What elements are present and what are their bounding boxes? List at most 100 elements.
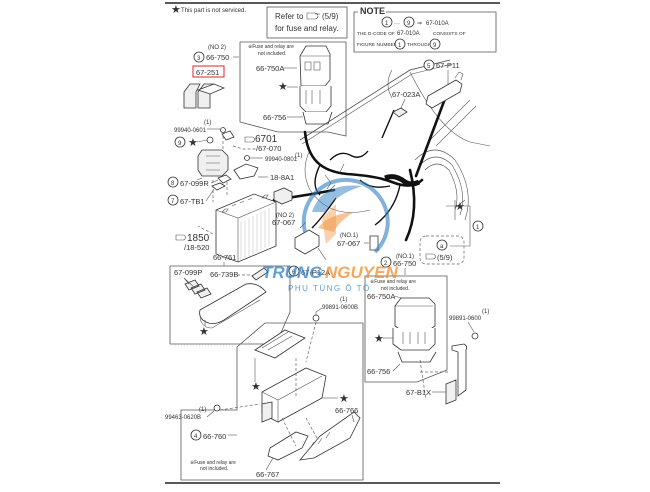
note-range-code: 67-010A	[426, 21, 449, 27]
callout-7-code: 67-TB1	[180, 197, 205, 206]
note-range-start: 1	[385, 21, 389, 27]
callout-6-code: 67-P12A	[301, 268, 330, 277]
refer-box: Refer to (5/9) for fuse and relay.	[266, 6, 348, 39]
bolt3-qty: (1)	[340, 297, 347, 303]
bolt1-code: 99940-0601	[174, 128, 207, 134]
star-icon: ★	[339, 393, 349, 405]
ref-18520-code: /18-520	[184, 243, 209, 252]
ref-6701-code: 6701	[255, 134, 278, 145]
hand-pointer-icon	[175, 234, 186, 241]
callout-3[interactable]: (NO 2) 3 66-750	[193, 45, 239, 63]
refer-text-2: for fuse and relay.	[275, 24, 338, 33]
refer-text: Refer to	[275, 12, 304, 21]
bolt1-qty: (1)	[204, 120, 211, 126]
label-66-766: 66-766	[335, 406, 358, 415]
note-code: 67-010A	[397, 31, 420, 37]
star-icon: ★	[455, 201, 465, 213]
bolt2-code: 99940-0801	[265, 157, 298, 163]
star-icon: ★	[278, 81, 288, 93]
relay-67-251	[183, 83, 226, 109]
svg-text:···: ···	[394, 21, 400, 27]
refer-ref[interactable]: (5/9)	[322, 12, 339, 21]
battery	[215, 193, 277, 263]
note-to: 9	[433, 43, 437, 49]
callout-8[interactable]: 8 67-099R	[167, 174, 232, 188]
label-67-b1x: 67-B1X	[406, 388, 431, 397]
inset-right-note2: not included.	[381, 286, 409, 292]
not-serviced-note: ★ This part is not serviced.	[171, 4, 246, 16]
inset-bottom-note2: not included.	[200, 466, 228, 472]
bolt3-code: 99891-0600B	[322, 305, 358, 311]
bolt-99940-0801: (1) 99940-0801	[244, 153, 302, 163]
vehicle-outline	[299, 59, 491, 221]
callout-6-num: 6	[292, 270, 296, 276]
label-67-023a: 67-023A	[392, 90, 420, 99]
callout-a-ref[interactable]: (5/9)	[437, 253, 453, 262]
callout-7-num: 7	[171, 199, 175, 205]
note-through: THROUGH	[407, 42, 432, 48]
callout-2[interactable]: (NO.1) 2 66-750	[380, 254, 416, 275]
callout-3-num: 3	[197, 56, 201, 62]
callout-7[interactable]: 7 67-TB1	[167, 182, 226, 206]
label-67-067-no2-sub: (NO 2)	[276, 213, 294, 219]
note-text-2: CONSISTS OF	[433, 31, 466, 37]
star-icon: ★	[199, 326, 209, 338]
hand-pointer-icon	[425, 253, 436, 260]
inset-top-note2: not included.	[258, 51, 286, 57]
bolt4-qty: (1)	[482, 309, 489, 315]
hand-pointer-icon	[306, 12, 320, 20]
inset-top-label-a: 66-750A	[256, 64, 284, 73]
bolt5-qty: (1)	[199, 407, 206, 413]
callout-8-num: 8	[171, 181, 175, 187]
watermark-tagline: PHỤ TÙNG Ô TÔ	[288, 284, 371, 293]
hand-pointer-icon	[244, 136, 255, 143]
watermark-brand-left: TRUNG	[262, 263, 322, 282]
svg-text:⇒: ⇒	[417, 21, 422, 27]
callout-2-sub: (NO.1)	[396, 254, 414, 260]
label-67-067-no1: 67-067	[337, 239, 360, 248]
note-box: NOTE 1 ··· 9 ⇒ 67-010A THE D-CODE OF 67-…	[353, 6, 497, 53]
note-title: NOTE	[360, 6, 385, 16]
ref-67070-code: /67-070	[256, 144, 281, 153]
star-icon: ★	[251, 381, 261, 393]
part-188a1-code: 18-8A1	[270, 173, 294, 182]
ref-6701[interactable]: 6701 /67-070	[221, 130, 281, 153]
inset-cover: 67-099P 66-739B ★	[169, 265, 291, 345]
wiring-harness	[272, 94, 448, 242]
inset-right-label-a: 66-750A	[367, 292, 395, 301]
note-text-3: FIGURE NUMBERS	[357, 42, 400, 48]
not-serviced-text: This part is not serviced.	[181, 8, 246, 14]
watermark-logo	[301, 177, 390, 254]
callout-5-code: 67-P11	[436, 61, 460, 70]
part-18-8a1: 18-8A1	[233, 163, 294, 182]
callout-8-code: 67-099R	[180, 179, 209, 188]
star-icon: ★	[188, 137, 198, 149]
ref-1850[interactable]: 1850 /18-520	[175, 233, 210, 252]
callout-5-num: 5	[427, 64, 431, 70]
callout-4-code: 66-760	[203, 432, 226, 441]
highlight-code: 67-251	[196, 68, 219, 77]
inset-top-note: ※Fuse and relay are	[248, 44, 294, 50]
label-67-067-no1-sub: (NO.1)	[340, 233, 358, 239]
watermark-text: TRUNG NGUYEN PHỤ TÙNG Ô TÔ	[262, 263, 398, 293]
bolt-99891-0600: (1) 99891-0600	[449, 309, 489, 340]
star-icon: ★	[374, 333, 384, 345]
highlight-67-251[interactable]: 67-251	[192, 65, 225, 78]
callout-4[interactable]: 4 66-760	[190, 429, 237, 441]
callout-a[interactable]: a (5/9)	[419, 235, 465, 265]
callout-5[interactable]: 5 67-P11	[423, 59, 464, 109]
note-text-1: THE D-CODE OF	[357, 31, 395, 37]
bolt5-code: 99463-0620B	[165, 415, 201, 421]
callout-9[interactable]: 9 ★	[174, 136, 214, 149]
callout-3-code: 66-750	[206, 53, 229, 62]
bolt-99463-0620b: (1) 99463-0620B	[165, 403, 261, 421]
part-67-067-no2: (NO 2) 67-067	[272, 187, 295, 227]
callout-1[interactable]: ★ 1	[446, 201, 484, 247]
bolt-99940-0601: (1) 99940-0601	[174, 120, 226, 134]
part-67-023a: 67-023A	[392, 90, 420, 118]
ref-1850-code: 1850	[187, 233, 210, 244]
inset-top-fusebox: ※Fuse and relay are not included. 66-750…	[239, 41, 347, 137]
callout-3-sub: (NO 2)	[208, 45, 226, 51]
label-67-067-no2: 67-067	[272, 218, 295, 227]
star-icon: ★	[171, 4, 181, 16]
